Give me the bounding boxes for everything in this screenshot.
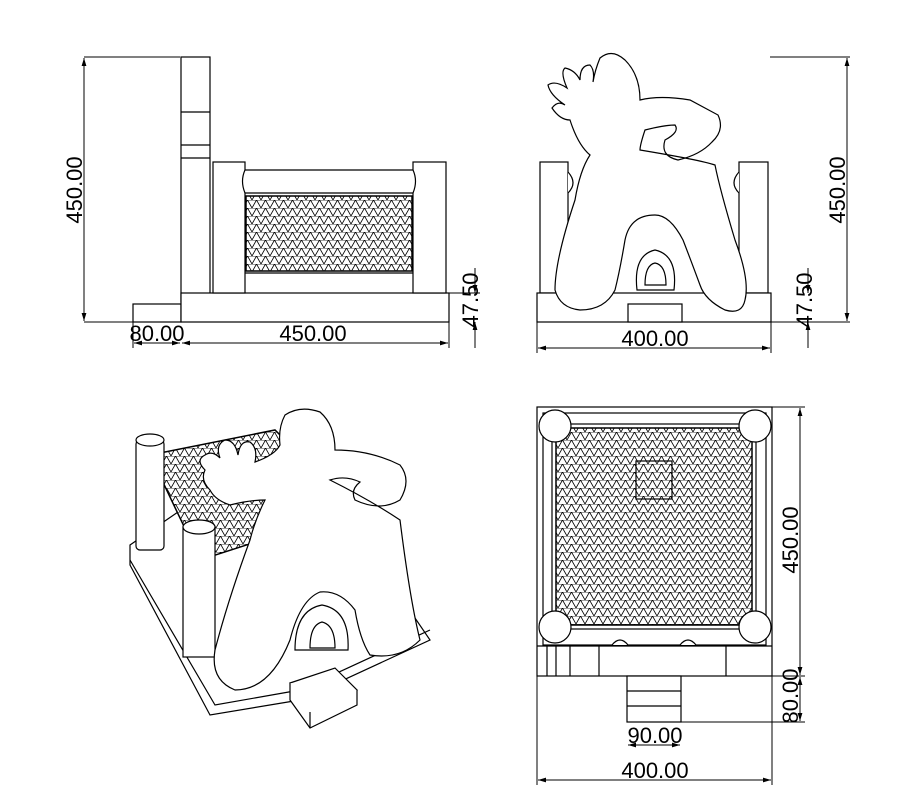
- top-width-label: 400.00: [621, 758, 688, 783]
- monster-figure: [547, 52, 747, 312]
- iso-post-back-left: [135, 439, 165, 551]
- front-post-right: [738, 161, 769, 294]
- front-base-label: 47.50: [792, 272, 817, 327]
- front-width-label: 400.00: [621, 326, 688, 351]
- top-step: [626, 675, 682, 723]
- side-base: [180, 292, 450, 323]
- corner-post: [538, 409, 572, 443]
- side-top-beam: [241, 169, 417, 194]
- side-net: [245, 195, 413, 272]
- corner-post: [538, 610, 572, 644]
- side-step-label: 80.00: [129, 321, 184, 346]
- isometric-view: [129, 408, 431, 729]
- front-view: 450.00 400.00 47.50: [536, 52, 850, 353]
- iso-monster-figure: [199, 408, 421, 691]
- iso-post-front: [182, 526, 216, 658]
- top-step-label: 80.00: [778, 668, 803, 723]
- side-height-label: 450.00: [62, 156, 87, 223]
- corner-post: [738, 409, 772, 443]
- side-base-label: 47.50: [458, 272, 483, 327]
- top-depth-label: 450.00: [778, 506, 803, 573]
- side-wall-panel: [180, 56, 211, 303]
- side-post-right: [412, 161, 447, 294]
- side-step: [132, 303, 182, 323]
- side-length-label: 450.00: [279, 321, 346, 346]
- front-height-label: 450.00: [825, 156, 850, 223]
- top-net: [555, 427, 753, 626]
- corner-post: [738, 610, 772, 644]
- top-step-width-label: 90.00: [627, 723, 682, 748]
- side-view: 450.00 80.00 450.00 47.50: [62, 56, 483, 348]
- top-hatch-square: [635, 460, 673, 500]
- side-post-left: [212, 161, 246, 294]
- top-view: 450.00 80.00 90.00 400.00: [536, 406, 805, 785]
